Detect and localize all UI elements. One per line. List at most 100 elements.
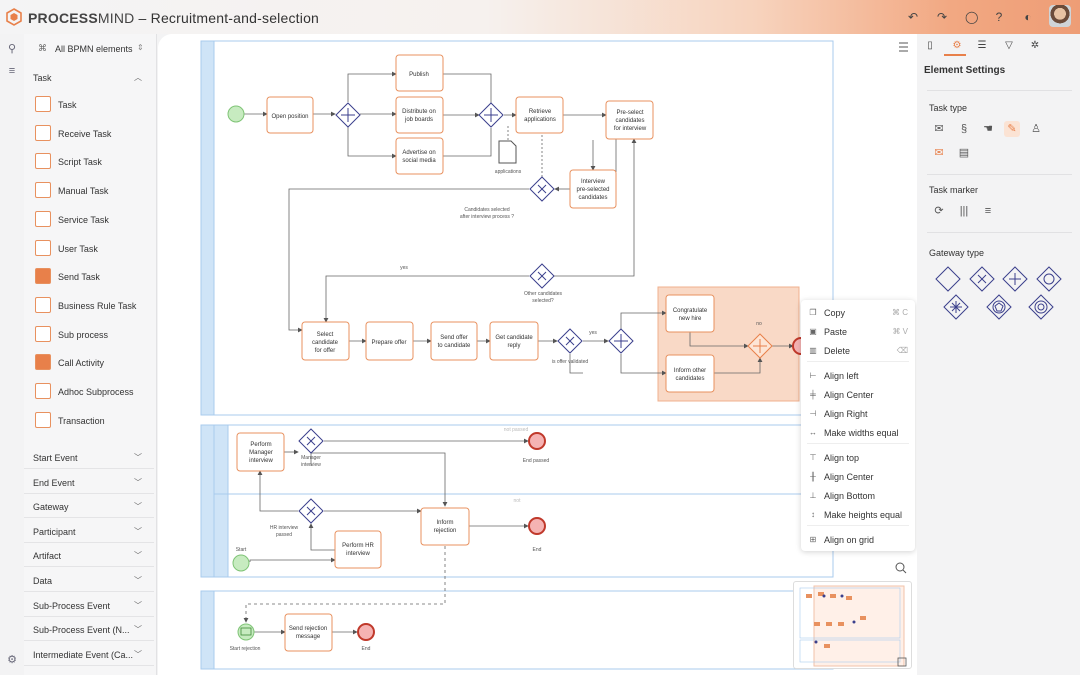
task-perform-manager-1: Perform	[250, 442, 271, 448]
end-event-rejected[interactable]	[528, 517, 546, 535]
context-menu-item[interactable]: ↕Make heights equal	[801, 506, 915, 524]
context-menu-item[interactable]: ╪ Align Center	[801, 386, 915, 404]
start-event-lane[interactable]	[232, 554, 250, 572]
task-get-reply-1: Get candidate	[495, 335, 533, 341]
avatar[interactable]	[1049, 5, 1071, 27]
task-inform-rejection-1: Inform	[436, 520, 453, 526]
service-task-icon[interactable]: ✎	[1004, 121, 1020, 137]
palette-section[interactable]: Artifact﹀	[24, 543, 154, 568]
undo-icon[interactable]: ↶	[907, 10, 919, 24]
align-middle-icon: ╫	[810, 472, 816, 481]
redo-icon[interactable]: ↷	[936, 10, 948, 24]
palette-filter[interactable]: ⌘ All BPMN elements ⇕	[24, 34, 157, 62]
settings-icon[interactable]: ⚙	[952, 40, 962, 51]
context-menu-item[interactable]: ⊢Align left	[801, 367, 915, 385]
palette-item[interactable]: User Task	[33, 239, 153, 261]
context-menu-item[interactable]: ⊥Align Bottom	[801, 487, 915, 505]
start-event[interactable]	[227, 105, 245, 123]
zoom-icon[interactable]	[895, 562, 907, 574]
section-task[interactable]: Task ︿	[24, 65, 154, 89]
loop-marker-icon[interactable]: ⟳	[934, 205, 944, 217]
menu-item-label: Align top	[824, 453, 860, 463]
palette-item-label: Manual Task	[58, 186, 109, 197]
filter-icon: ⌘	[38, 43, 47, 53]
parallel-gateway-icon	[1002, 266, 1028, 292]
database-icon[interactable]: ☰	[977, 40, 987, 51]
end-event-rejection[interactable]	[357, 623, 375, 641]
pool-2[interactable]	[200, 424, 834, 578]
filter-icon[interactable]: ▽	[1005, 40, 1013, 51]
gear-icon[interactable]: ✲	[1030, 40, 1040, 51]
align-center-icon: ╪	[810, 390, 816, 399]
divider	[927, 90, 1072, 91]
send-task-icon[interactable]: ✉	[934, 147, 944, 159]
gateway-type-options[interactable]	[931, 264, 1071, 322]
palette-item[interactable]: Call Activity	[33, 353, 153, 375]
palette-item[interactable]: Receive Task	[33, 124, 153, 146]
palette-section[interactable]: Start Event﹀	[24, 445, 154, 469]
task-type-icon	[35, 96, 51, 112]
sequential-marker-icon[interactable]: ≡	[984, 205, 992, 217]
context-menu-item[interactable]: ▣Paste⌘ V	[801, 323, 915, 341]
script-task-icon[interactable]: §	[960, 123, 968, 135]
start-rejection-event[interactable]	[237, 623, 255, 641]
palette-section[interactable]: Data﹀	[24, 568, 154, 592]
hierarchy-icon[interactable]: ⚲	[7, 43, 17, 55]
menu-item-label: Align Center	[824, 390, 874, 400]
palette-item[interactable]: Manual Task	[33, 181, 153, 203]
context-menu-item[interactable]: ⊤Align top	[801, 449, 915, 467]
label-end-3: End	[362, 646, 371, 652]
palette-item[interactable]: Sub process	[33, 325, 153, 347]
minimap[interactable]	[793, 581, 912, 669]
tasks[interactable]	[236, 54, 715, 652]
bpmn-diagram: Open position Publish Distribute on job …	[200, 40, 908, 670]
document-icon[interactable]: ▯	[927, 40, 933, 51]
help-icon[interactable]: ?	[995, 10, 1003, 24]
palette-item[interactable]: Task	[33, 95, 153, 117]
context-menu-item[interactable]: ↔Make widths equal	[801, 424, 915, 442]
menu-item-label: Align Center	[824, 472, 874, 482]
active-tab-indicator	[944, 54, 966, 56]
database-icon[interactable]: ≡	[8, 65, 16, 77]
gateway-markers	[306, 108, 628, 516]
context-menu-item[interactable]: ❐Copy⌘ C	[801, 304, 915, 322]
palette-item[interactable]: Script Task	[33, 152, 153, 174]
theme-icon[interactable]: ◐	[1024, 10, 1032, 24]
menu-icon[interactable]	[899, 42, 908, 52]
chevron-up-icon: ︿	[134, 73, 142, 82]
palette-item-label: Receive Task	[58, 128, 112, 139]
diagram-canvas[interactable]: Open position Publish Distribute on job …	[158, 34, 917, 675]
context-menu-item[interactable]: ▥Delete⌫	[801, 342, 915, 360]
palette-section[interactable]: Participant﹀	[24, 519, 154, 543]
flow-labels: applications Candidates selected after i…	[230, 169, 762, 652]
message-task-icon[interactable]: ✉	[934, 123, 944, 135]
end-event-passed[interactable]	[528, 432, 546, 450]
task-send-offer-2: to candidate	[438, 343, 471, 349]
palette-section[interactable]: Sub-Process Event﹀	[24, 593, 154, 617]
task-interview-3: candidates	[578, 195, 607, 201]
settings-icon[interactable]: ⚙	[7, 654, 17, 666]
palette-item[interactable]: Service Task	[33, 210, 153, 232]
data-object-icon[interactable]	[498, 140, 517, 164]
user-task-icon[interactable]: ♙	[1031, 123, 1041, 135]
palette-section[interactable]: Gateway﹀	[24, 494, 154, 519]
process-title[interactable]: Recruitment-and-selection	[150, 10, 320, 26]
palette-item[interactable]: Adhoc Subprocess	[33, 382, 153, 404]
palette-section[interactable]: Sub-Process Event (N...﹀	[24, 617, 154, 642]
palette-item[interactable]: Send Task	[33, 267, 153, 289]
palette-item[interactable]: Transaction	[33, 411, 153, 433]
parallel-marker-icon[interactable]: |||	[959, 205, 969, 217]
palette-item[interactable]: Business Rule Task	[33, 296, 153, 318]
manual-task-icon[interactable]: ☚	[983, 123, 993, 135]
business-rule-icon[interactable]: ▤	[958, 147, 970, 159]
context-menu-item[interactable]: ⊞Align on grid	[801, 531, 915, 549]
palette-section[interactable]: Intermediate Event (Ca...﹀	[24, 642, 154, 666]
comment-icon[interactable]: ◯	[965, 10, 979, 24]
context-menu-item[interactable]: ⊣Align Right	[801, 405, 915, 423]
section-label: Intermediate Event (Ca...	[33, 649, 134, 660]
context-menu-item[interactable]: ╫ Align Center	[801, 468, 915, 486]
palette-section[interactable]: End Event﹀	[24, 470, 154, 494]
label-not: not	[514, 498, 522, 504]
task-preselect-1: Pre-select	[616, 110, 643, 116]
